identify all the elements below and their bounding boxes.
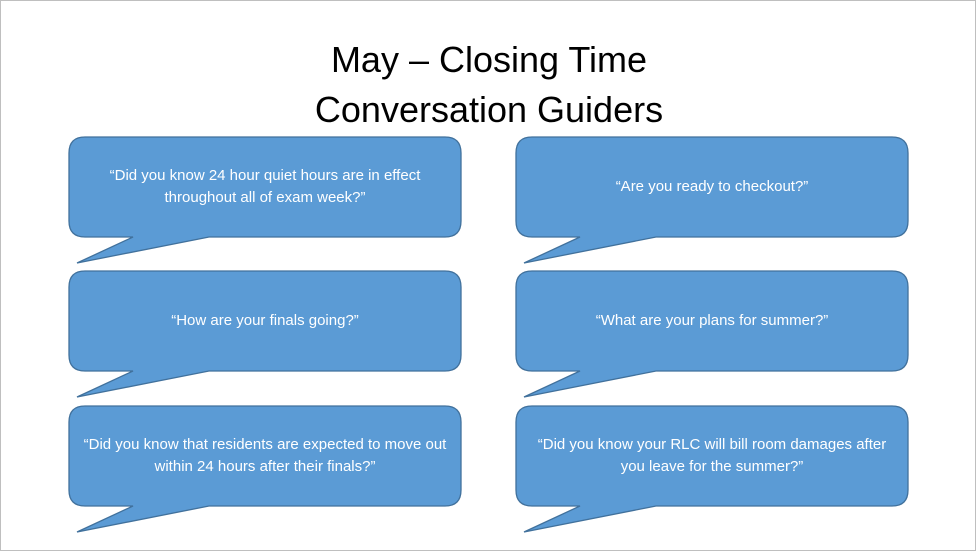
speech-bubble-finals: “How are your finals going?”	[68, 270, 462, 398]
speech-bubble-shape	[68, 270, 462, 398]
slide-subtitle: Conversation Guiders	[314, 89, 664, 130]
speech-bubble-shape	[515, 136, 909, 264]
speech-bubble-room-damages: “Did you know your RLC will bill room da…	[515, 405, 909, 533]
speech-bubble-quiet-hours: “Did you know 24 hour quiet hours are in…	[68, 136, 462, 264]
speech-bubble-shape	[515, 270, 909, 398]
bubble-text: “Did you know that residents are expecte…	[83, 436, 447, 475]
bubble-text: “Did you know your RLC will bill room da…	[537, 436, 887, 475]
speech-bubble-move-out: “Did you know that residents are expecte…	[68, 405, 462, 533]
speech-bubble-shape	[68, 136, 462, 264]
speech-bubble-checkout: “Are you ready to checkout?”	[515, 136, 909, 264]
bubble-text: “Are you ready to checkout?”	[615, 178, 809, 195]
title-block: May – Closing Time Conversation Guiders	[1, 35, 976, 135]
bubble-text: “Did you know 24 hour quiet hours are in…	[109, 167, 421, 206]
speech-bubble-summer-plans: “What are your plans for summer?”	[515, 270, 909, 398]
slide-title: May – Closing Time	[330, 39, 648, 80]
speech-bubble-shape	[68, 405, 462, 533]
bubble-text: “How are your finals going?”	[171, 312, 359, 329]
bubble-text: “What are your plans for summer?”	[595, 312, 829, 329]
speech-bubble-shape	[515, 405, 909, 533]
